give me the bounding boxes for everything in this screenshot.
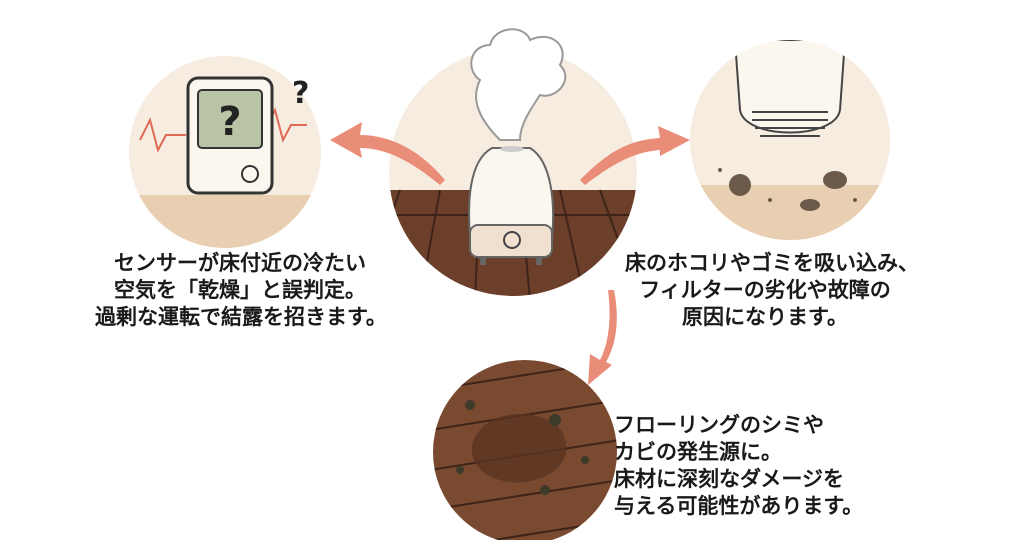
sensor-caption: センサーが床付近の冷たい 空気を「乾燥」と誤判定。 過剰な運転で結露を招きます。: [95, 250, 387, 331]
question-mark-icon: ?: [218, 99, 241, 145]
stained-floor-icon: [433, 360, 617, 540]
sensor-device-icon: ?: [139, 76, 307, 195]
arrow-icon: [330, 122, 690, 385]
caption-line: 与える可能性があります。: [614, 494, 864, 518]
humidifier-icon: [468, 146, 555, 265]
caption-line: 床のホコリやゴミを吸い込み、: [625, 251, 919, 275]
caption-line: カビの発生源に。: [614, 440, 782, 464]
filter-caption: 床のホコリやゴミを吸い込み、 フィルターの劣化や故障の 原因になります。: [625, 250, 919, 331]
caption-line: フィルターの劣化や故障の: [639, 278, 891, 302]
caption-line: 原因になります。: [682, 305, 848, 329]
caption-line: 床材に深刻なダメージを: [614, 467, 844, 491]
caption-line: 過剰な運転で結露を招きます。: [95, 305, 387, 329]
floor-caption: フローリングのシミや カビの発生源に。 床材に深刻なダメージを 与える可能性があ…: [614, 412, 863, 520]
question-mark-icon: ?: [292, 76, 309, 111]
dust-icon: [718, 168, 857, 211]
caption-line: フローリングのシミや: [614, 413, 824, 437]
caption-line: センサーが床付近の冷たい: [114, 251, 366, 275]
caption-line: 空気を「乾燥」と誤判定。: [114, 278, 366, 302]
steam-icon: [470, 28, 567, 141]
vent-scene: [690, 40, 890, 240]
